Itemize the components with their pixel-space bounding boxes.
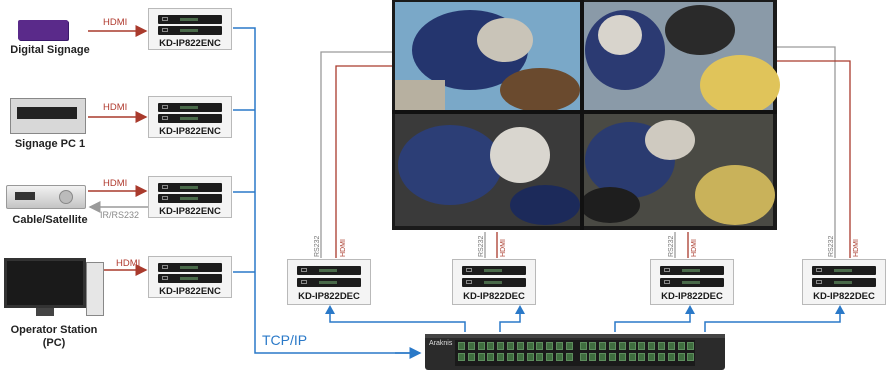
switch-port xyxy=(599,353,607,361)
switch-port xyxy=(546,353,554,361)
switch-port xyxy=(667,342,675,350)
tcp-ip-label: TCP/IP xyxy=(262,332,308,348)
decoder-2: KD-IP822DEC xyxy=(452,259,536,305)
video-wall xyxy=(392,0,780,230)
switch-port xyxy=(487,353,495,361)
encoder-2-name: KD-IP822ENC xyxy=(159,126,221,137)
switch-port xyxy=(618,353,626,361)
hdmi-vertical-label-3: HDMI xyxy=(691,239,698,257)
digital-signage-device-icon xyxy=(18,20,68,40)
decoder-2-name: KD-IP822DEC xyxy=(463,291,525,302)
switch-port xyxy=(579,342,587,350)
encoder-network-lines xyxy=(233,27,410,354)
switch-port xyxy=(507,353,514,361)
encoder-4-name: KD-IP822ENC xyxy=(159,286,221,297)
switch-port xyxy=(667,353,675,361)
switch-port xyxy=(599,342,607,350)
switch-port xyxy=(467,342,475,350)
switch-port xyxy=(565,342,573,350)
source-label-digital-signage: Digital Signage xyxy=(10,44,90,56)
decoder-wall-lines xyxy=(320,46,851,258)
decoder-3: KD-IP822DEC xyxy=(650,259,734,305)
switch-port xyxy=(536,353,544,361)
rs232-label-1: RS232 xyxy=(314,235,321,257)
hdmi-label-4: HDMI xyxy=(116,258,141,269)
decoder-arrowheads xyxy=(325,305,845,314)
switch-port xyxy=(648,353,656,361)
switch-port-grid xyxy=(458,342,695,364)
rs232-label-3: RS232 xyxy=(668,235,675,257)
decoder-1: KD-IP822DEC xyxy=(287,259,371,305)
source-label-cable-satellite: Cable/Satellite xyxy=(12,214,88,226)
switch-port xyxy=(565,353,573,361)
switch-port xyxy=(579,353,587,361)
switch-port xyxy=(687,353,695,361)
switch-port xyxy=(638,342,646,350)
switch-port xyxy=(677,342,685,350)
switch-brand: Araknis xyxy=(429,340,453,347)
switch-port xyxy=(516,353,524,361)
decoder-4-name: KD-IP822DEC xyxy=(813,291,875,302)
switch-port xyxy=(477,353,485,361)
switch-port xyxy=(497,353,505,361)
switch-port xyxy=(536,342,544,350)
hdmi-label-2: HDMI xyxy=(103,102,128,113)
switch-port xyxy=(609,342,616,350)
operator-monitor-stand xyxy=(36,308,54,316)
switch-port xyxy=(546,342,554,350)
source-label-operator-station: Operator Station (PC) xyxy=(10,324,98,349)
encoder-1-name: KD-IP822ENC xyxy=(159,38,221,49)
rs232-label-4: RS232 xyxy=(828,235,835,257)
switch-port xyxy=(609,353,616,361)
operator-monitor-icon xyxy=(4,258,86,308)
encoder-3-name: KD-IP822ENC xyxy=(159,206,221,217)
switch-port xyxy=(526,353,534,361)
hdmi-label-1: HDMI xyxy=(103,17,128,28)
hdmi-vertical-label-4: HDMI xyxy=(853,239,860,257)
switch-port xyxy=(687,342,695,350)
switch-port xyxy=(589,342,597,350)
switch-port xyxy=(628,342,636,350)
decoder-3-name: KD-IP822DEC xyxy=(661,291,723,302)
switch-port xyxy=(556,353,563,361)
source-label-signage-pc: Signage PC 1 xyxy=(14,138,86,150)
hdmi-vertical-label-1: HDMI xyxy=(340,239,347,257)
switch-port xyxy=(677,353,685,361)
cable-satellite-device-icon xyxy=(6,185,86,209)
rs232-label-2: RS232 xyxy=(478,235,485,257)
switch-port xyxy=(628,353,636,361)
decoder-network-lines xyxy=(329,312,841,332)
switch-port xyxy=(487,342,495,350)
ir-rs232-label: IR/RS232 xyxy=(100,210,140,220)
decoder-1-name: KD-IP822DEC xyxy=(298,291,360,302)
encoder-1: KD-IP822ENC xyxy=(148,8,232,50)
operator-tower-icon xyxy=(86,262,104,316)
switch-port xyxy=(658,342,665,350)
encoder-2: KD-IP822ENC xyxy=(148,96,232,138)
switch-port xyxy=(648,342,656,350)
signage-pc-device-icon xyxy=(10,98,86,134)
decoder-4: KD-IP822DEC xyxy=(802,259,886,305)
encoder-3: KD-IP822ENC xyxy=(148,176,232,218)
switch-port xyxy=(497,342,505,350)
switch-port xyxy=(467,353,475,361)
switch-port xyxy=(507,342,514,350)
encoder-4: KD-IP822ENC xyxy=(148,256,232,298)
switch-port xyxy=(618,342,626,350)
switch-port xyxy=(458,342,465,350)
switch-port xyxy=(526,342,534,350)
switch-port xyxy=(589,353,597,361)
switch-port xyxy=(638,353,646,361)
switch-port xyxy=(477,342,485,350)
switch-port xyxy=(556,342,563,350)
switch-port xyxy=(458,353,465,361)
switch-port xyxy=(516,342,524,350)
hdmi-vertical-label-2: HDMI xyxy=(500,239,507,257)
hdmi-label-3: HDMI xyxy=(103,178,128,189)
switch-port xyxy=(658,353,665,361)
